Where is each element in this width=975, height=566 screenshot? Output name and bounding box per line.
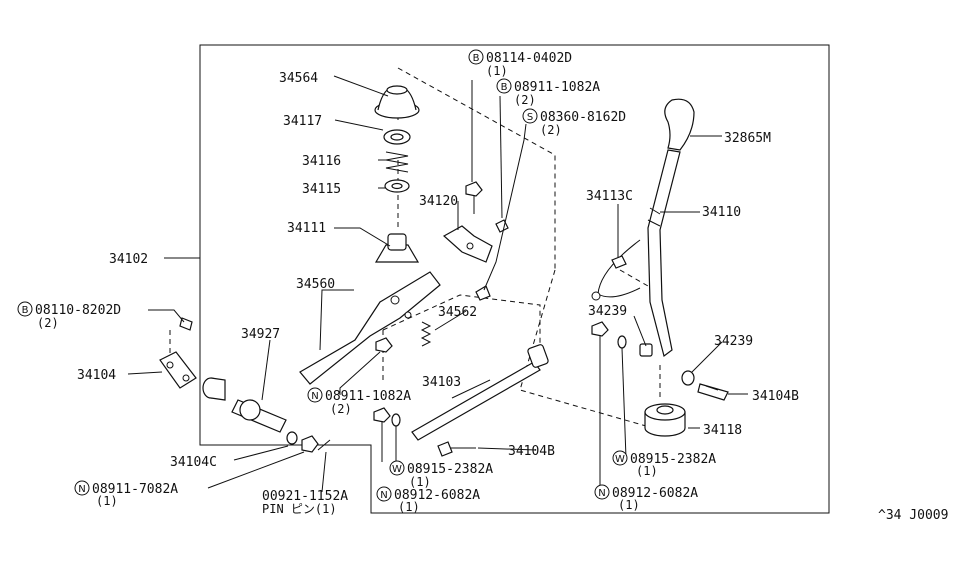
svg-text:08915-2382A: 08915-2382A: [407, 462, 493, 477]
label-34564: 34564: [279, 71, 318, 86]
label-34104b-right: 34104B: [752, 389, 799, 404]
label-34927: 34927: [241, 327, 280, 342]
svg-text:B: B: [22, 305, 29, 316]
callout-n-08912-left: N 08912-6082A (1): [376, 486, 480, 514]
callout-b-08110: B 08110-8202D (2): [17, 301, 121, 330]
label-34562: 34562: [438, 305, 477, 320]
svg-text:N: N: [78, 484, 85, 495]
svg-text:08114-0402D: 08114-0402D: [486, 51, 572, 66]
mount-34118: [644, 403, 686, 437]
bolt-34104b-right: [697, 383, 729, 401]
callout-pin-00921: 00921-1152A PIN ピン(1): [262, 489, 348, 516]
washer-08915-right: [617, 335, 627, 349]
label-34102: 34102: [109, 252, 148, 267]
svg-text:(1): (1): [398, 500, 420, 514]
spring-34116: [385, 151, 409, 173]
frame-outline: [199, 44, 830, 514]
callout-w-08915-left: W 08915-2382A (1): [389, 460, 493, 489]
lever-34560: [299, 271, 441, 385]
svg-text:08912-6082A: 08912-6082A: [394, 488, 480, 503]
ring-34117: [383, 129, 411, 145]
callout-b-08114: B 08114-0402D (1): [468, 49, 572, 78]
label-34239-left: 34239: [588, 304, 627, 319]
label-34113c: 34113C: [586, 189, 633, 204]
svg-text:(1): (1): [636, 464, 658, 478]
bracket-34120: [442, 225, 493, 263]
spring-34562: [420, 321, 432, 347]
label-32865m: 32865M: [724, 131, 771, 146]
label-34104c: 34104C: [170, 455, 217, 470]
svg-text:08911-1082A: 08911-1082A: [514, 80, 600, 95]
svg-text:08911-7082A: 08911-7082A: [92, 482, 178, 497]
svg-text:PIN ピン(1): PIN ピン(1): [262, 502, 337, 516]
label-34118: 34118: [703, 423, 742, 438]
bracket-34111: [374, 233, 420, 263]
collar-34239-right: [681, 370, 695, 386]
svg-text:N: N: [380, 490, 387, 501]
svg-text:(2): (2): [330, 402, 352, 416]
label-34116: 34116: [302, 154, 341, 169]
svg-text:(2): (2): [514, 93, 536, 107]
svg-text:W: W: [392, 464, 402, 475]
wire-34113c: [591, 239, 641, 301]
label-34239-right: 34239: [714, 334, 753, 349]
svg-text:(1): (1): [618, 498, 640, 512]
svg-text:00921-1152A: 00921-1152A: [262, 489, 348, 504]
label-34560: 34560: [296, 277, 335, 292]
svg-text:N: N: [311, 391, 318, 402]
washer-34104c: [286, 431, 298, 445]
callout-n-08911-7082a: N 08911-7082A (1): [74, 480, 178, 508]
svg-text:(1): (1): [409, 475, 431, 489]
nut-08912-left: [373, 407, 391, 423]
svg-text:N: N: [598, 488, 605, 499]
screw-34113c: [611, 255, 627, 269]
svg-text:(2): (2): [540, 123, 562, 137]
callout-b-08911: B 08911-1082A (2): [496, 78, 600, 107]
nut-08912-right: [591, 321, 609, 337]
shift-boot-34564: [374, 85, 420, 119]
svg-text:(2): (2): [37, 316, 59, 330]
bolt-34104b-lower: [437, 441, 476, 457]
lever-34110: [647, 149, 681, 358]
svg-text:(1): (1): [486, 64, 508, 78]
svg-text:08915-2382A: 08915-2382A: [630, 452, 716, 467]
svg-text:08360-8162D: 08360-8162D: [540, 110, 626, 125]
diagram-code: ^34 J0009: [878, 508, 948, 523]
label-34110: 34110: [702, 205, 741, 220]
bracket-34104: [159, 351, 197, 389]
label-34117: 34117: [283, 114, 322, 129]
svg-text:B: B: [501, 82, 508, 93]
label-34104: 34104: [77, 368, 116, 383]
leader-lines: [127, 75, 748, 493]
svg-text:S: S: [527, 112, 533, 123]
nut-08911-7082a: [301, 435, 319, 453]
bolt-08360: [475, 285, 491, 301]
seat-34115: [384, 179, 410, 193]
svg-text:(1): (1): [96, 494, 118, 508]
rod-34103: [411, 344, 549, 441]
label-34111: 34111: [287, 221, 326, 236]
nut-08911-1082a: [375, 337, 393, 353]
callout-s-08360: S 08360-8162D (2): [522, 108, 626, 137]
bolt-08114: [465, 181, 483, 214]
nut-08911-top: [495, 219, 509, 233]
bushing-34239-left: [639, 343, 653, 357]
svg-text:W: W: [615, 454, 625, 465]
knob-32865m: [664, 98, 695, 151]
callout-w-08915-right: W 08915-2382A (1): [612, 450, 716, 478]
label-34103: 34103: [422, 375, 461, 390]
label-34104b-lower: 34104B: [508, 444, 555, 459]
callout-n-08911-1082a: N 08911-1082A (2): [307, 387, 411, 416]
svg-text:08110-8202D: 08110-8202D: [35, 303, 121, 318]
label-34115: 34115: [302, 182, 341, 197]
svg-text:08911-1082A: 08911-1082A: [325, 389, 411, 404]
callout-n-08912-right: N 08912-6082A (1): [594, 484, 698, 512]
bushing-34927: [202, 377, 287, 433]
label-34120: 34120: [419, 194, 458, 209]
pin-00921: [317, 439, 331, 451]
svg-text:B: B: [473, 53, 480, 64]
washer-08915-left: [391, 413, 401, 427]
svg-text:08912-6082A: 08912-6082A: [612, 486, 698, 501]
